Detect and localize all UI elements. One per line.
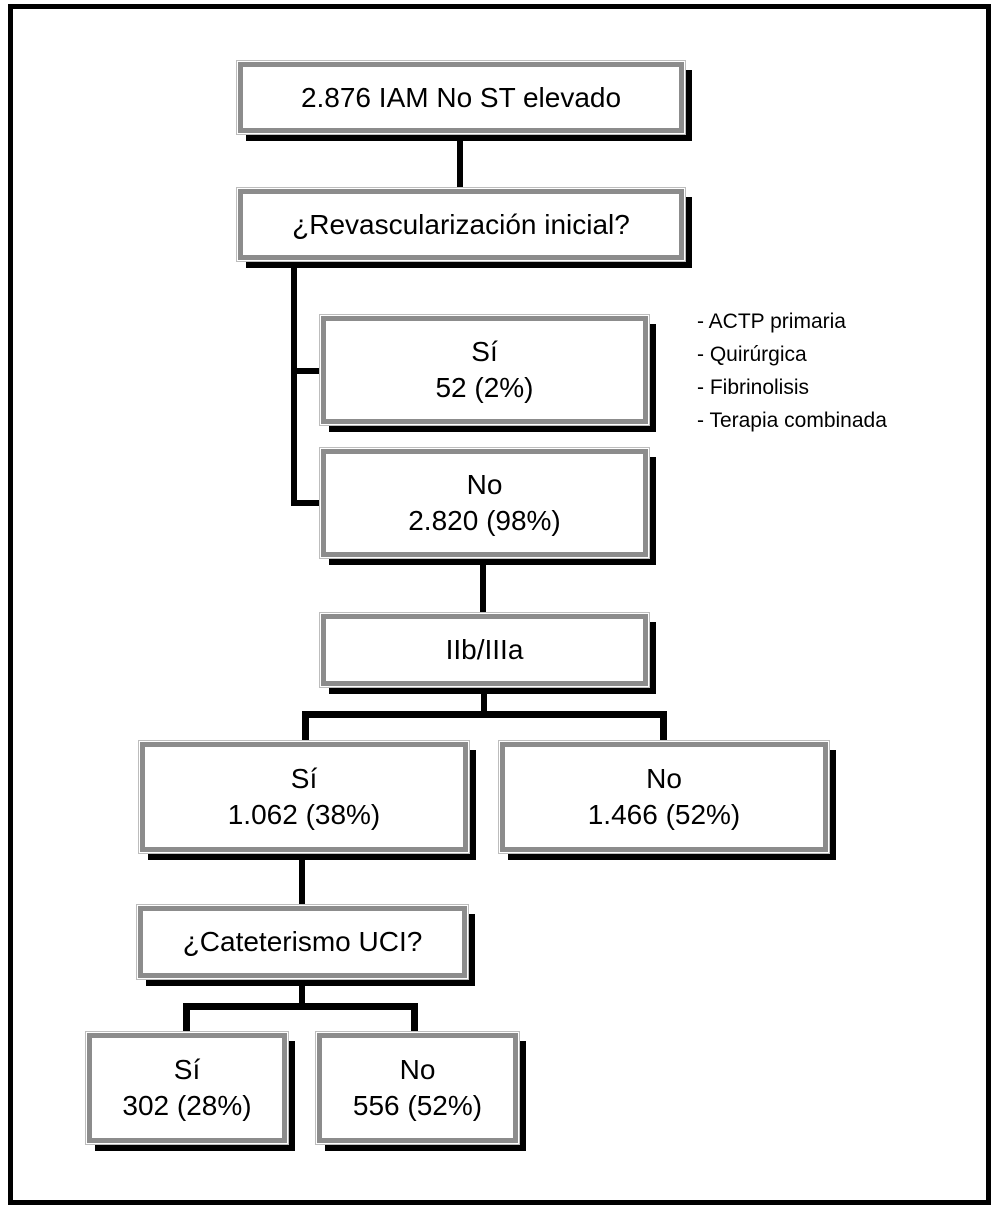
annotation-fibrinolisis: - Fibrinolisis: [697, 376, 810, 399]
node-cateterismo-no: No 556 (52%): [317, 1033, 518, 1143]
annotation-actp-primaria: - ACTP primaria: [697, 310, 846, 333]
connector-iib-branch-bar: [302, 711, 667, 718]
node-cateterismo-label: ¿Cateterismo UCI?: [182, 926, 423, 957]
connector-revasc-to-si: [297, 368, 324, 374]
revascularizacion-types-list: - ACTP primaria - Quirúrgica - Fibrinoli…: [697, 305, 887, 437]
annotation-terapia-combinada: - Terapia combinada: [697, 409, 887, 432]
node-revasc-si-value: 52 (2%): [435, 372, 534, 403]
node-cat-no-value: 556 (52%): [352, 1090, 483, 1121]
node-iib-no-label: No: [646, 763, 682, 794]
connector-iib-stem: [481, 684, 487, 718]
connector-cateterismo-stem: [299, 976, 305, 1008]
connector-iib-branch-right: [660, 711, 667, 744]
node-iib-iiia: IIb/IIIa: [321, 614, 648, 686]
node-iib-si-label: Sí: [290, 763, 318, 794]
node-iib-no-value: 1.466 (52%): [587, 799, 741, 830]
node-iib-si-value: 1.062 (38%): [227, 799, 381, 830]
node-iib-si: Sí 1.062 (38%): [140, 742, 468, 852]
node-revasc-no-value: 2.820 (98%): [408, 505, 561, 536]
connector-si-to-cateterismo: [299, 852, 305, 908]
connector-no-to-iib: [480, 555, 486, 617]
node-root-label: 2.876 IAM No ST elevado: [300, 81, 622, 113]
node-cat-no-label: No: [399, 1054, 436, 1085]
node-cateterismo-uci: ¿Cateterismo UCI?: [138, 906, 467, 978]
connector-cateterismo-branch-left: [183, 1003, 190, 1034]
node-iib-iiia-label: IIb/IIIa: [445, 634, 524, 665]
connector-revasc-to-no: [297, 500, 324, 506]
connector-iib-branch-left: [302, 711, 309, 744]
node-cat-si-label: Sí: [173, 1054, 201, 1085]
connector-cateterismo-branch-bar: [183, 1003, 418, 1010]
node-revascularizacion-si: Sí 52 (2%): [321, 316, 648, 424]
connector-revasc-trunk: [291, 260, 297, 506]
node-revasc-no-label: No: [466, 469, 503, 500]
node-cat-si-value: 302 (28%): [122, 1090, 252, 1121]
node-root: 2.876 IAM No ST elevado: [238, 62, 684, 133]
node-iib-no: No 1.466 (52%): [500, 742, 828, 852]
node-revascularizacion-inicial: ¿Revascularización inicial?: [238, 189, 684, 260]
connector-cateterismo-branch-right: [411, 1003, 418, 1034]
annotation-quirurgica: - Quirúrgica: [697, 343, 807, 366]
node-revasc-si-label: Sí: [471, 336, 498, 367]
outer-frame: [8, 4, 991, 1205]
node-revascularizacion-label: ¿Revascularización inicial?: [292, 208, 630, 240]
node-revascularizacion-no: No 2.820 (98%): [321, 449, 648, 557]
connector-root-to-revasc: [457, 131, 463, 191]
node-cateterismo-si: Sí 302 (28%): [87, 1033, 287, 1143]
